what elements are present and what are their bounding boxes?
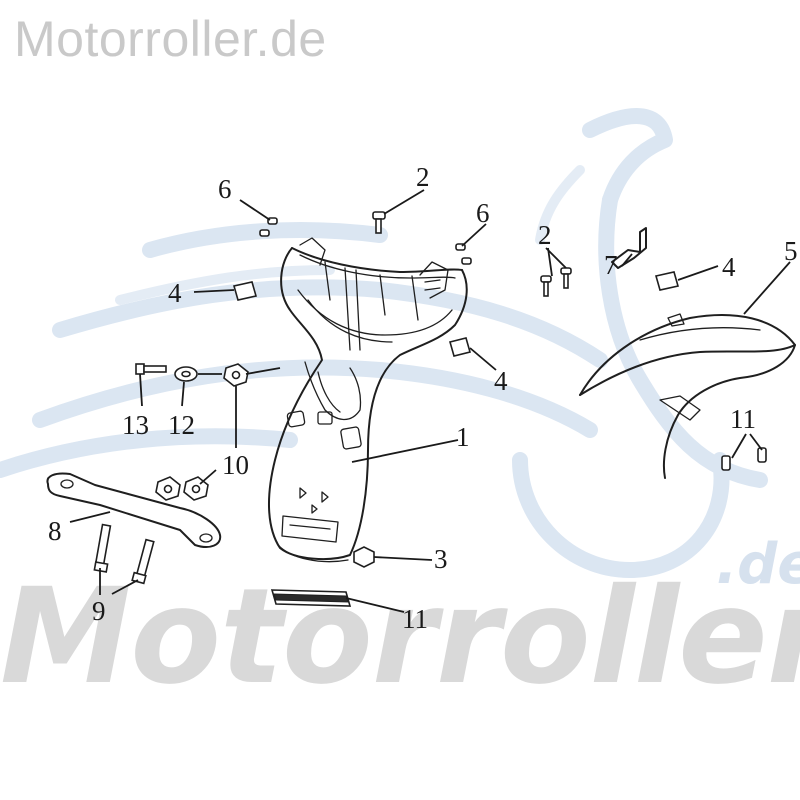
- plate-bracket-part: [46, 472, 222, 548]
- front-fender-part: [579, 313, 796, 479]
- clip-4a-icon: [232, 281, 258, 301]
- watermark-domain-suffix: .de: [716, 532, 800, 597]
- nut-10b-icon: [155, 476, 181, 501]
- callout-10: 10: [222, 450, 249, 480]
- bolt-9b-icon: [131, 538, 155, 585]
- callout-2a: 2: [416, 162, 430, 192]
- callout-4b: 4: [494, 366, 508, 396]
- callout-7: 7: [604, 250, 618, 280]
- site-name-header: Motorroller.de: [14, 11, 327, 67]
- callout-6b: 6: [476, 198, 490, 228]
- callout-13: 13: [122, 410, 149, 440]
- callout-11a: 11: [730, 404, 756, 434]
- rear-fender-part: [267, 237, 468, 563]
- callout-3: 3: [434, 544, 448, 574]
- nut-10a-icon: [223, 363, 249, 387]
- bolt-9a-icon: [93, 523, 112, 573]
- watermark-site-name: Motorroller: [0, 560, 800, 714]
- callout-2b: 2: [538, 220, 552, 250]
- callout-12: 12: [168, 410, 195, 440]
- clip-4c-icon: [654, 271, 680, 291]
- callout-11b: 11: [402, 604, 428, 634]
- callout-6a: 6: [218, 174, 232, 204]
- nut-3-icon: [353, 546, 375, 568]
- callout-4a: 4: [168, 278, 182, 308]
- callout-4c: 4: [722, 252, 736, 282]
- callout-5: 5: [784, 236, 798, 266]
- callout-8: 8: [48, 516, 62, 546]
- reflector-11-icon: [270, 589, 352, 607]
- screw-11b-icon: [721, 447, 767, 471]
- callout-9: 9: [92, 596, 106, 626]
- clip-4b-icon: [449, 337, 471, 357]
- screw-6a-icon: [259, 217, 278, 237]
- bolt-13-icon: [135, 363, 167, 375]
- leader-lines: [69, 189, 791, 613]
- washer-12-icon: [174, 366, 198, 382]
- screw-2a-icon: [372, 211, 386, 234]
- nut-10c-icon: [183, 476, 209, 501]
- screw-2b-icon: [540, 267, 572, 297]
- screw-6b-icon: [455, 243, 472, 265]
- callout-1: 1: [456, 422, 470, 452]
